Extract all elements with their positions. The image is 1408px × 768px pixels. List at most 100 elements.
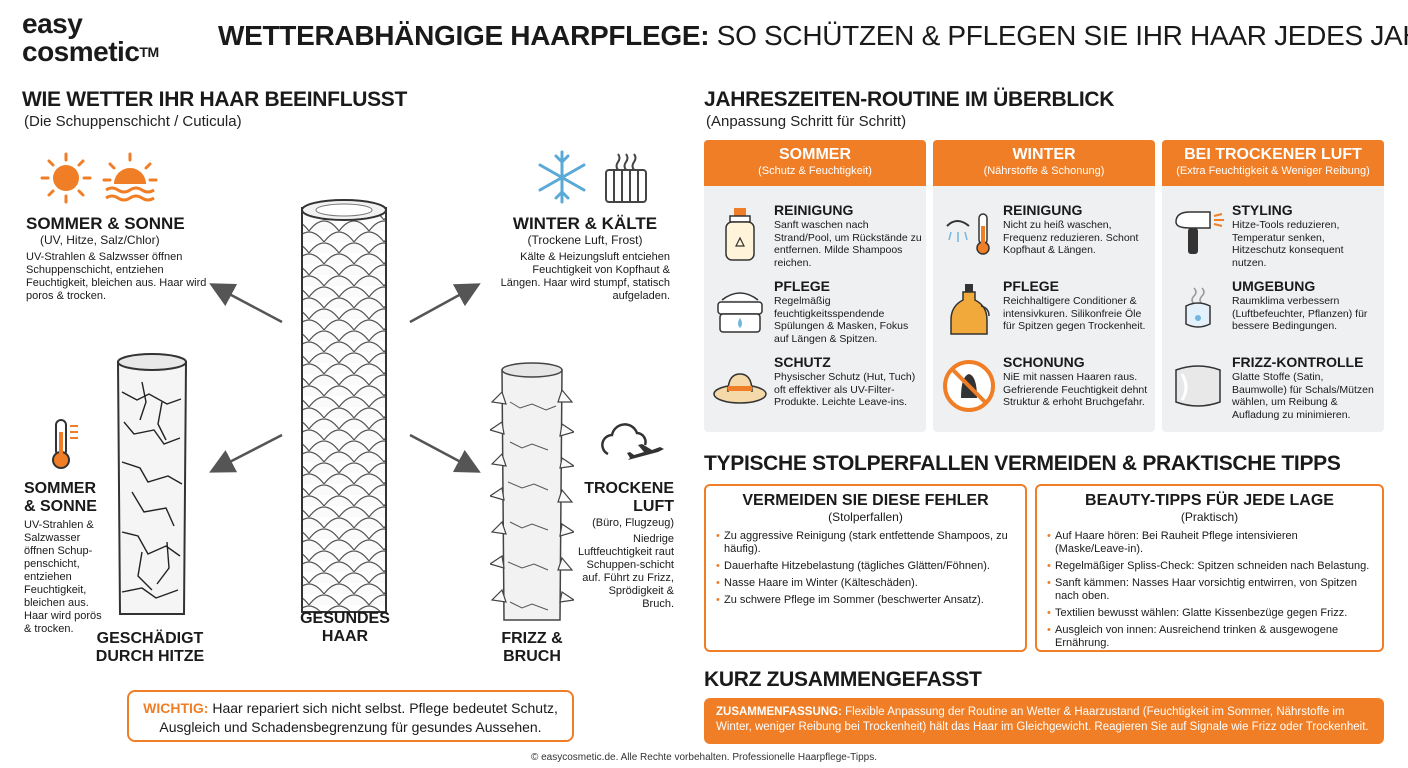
damaged-hair-line2: DURCH HITZE bbox=[95, 648, 205, 665]
arrow-up-left bbox=[209, 283, 283, 324]
dry-air-title-line2: LUFT bbox=[633, 498, 674, 515]
shower-thermometer-icon bbox=[946, 213, 990, 255]
dry-air-sub: (Büro, Flugzeug) bbox=[592, 517, 674, 529]
list-item: Nasse Haare im Winter (Kälteschäden). bbox=[716, 577, 1015, 590]
hair-dryer-icon bbox=[1175, 211, 1224, 254]
page-title-bold: WETTERABHÄNGIGE HAARPFLEGE: bbox=[218, 20, 710, 51]
dry-air-body: Niedrige Luftfeuchtigkeit raut Schuppen-… bbox=[578, 533, 675, 610]
summer-sun2-title-line1: SOMMER bbox=[24, 480, 96, 497]
healthy-hair-label: GESUNDES HAAR bbox=[280, 610, 410, 646]
summer-sun-label: SOMMER & SONNE (UV, Hitze, Salz/Chlor) U… bbox=[26, 215, 216, 303]
routine-section-title: JAHRESZEITEN-ROUTINE IM ÜBERBLICK bbox=[704, 88, 1115, 111]
summer-sun-body: UV-Strahlen & Salzwsser öffnen Schuppens… bbox=[26, 251, 207, 302]
card-item-body: Sanft waschen nach Strand/Pool, um Rücks… bbox=[774, 219, 922, 269]
season-card-title: WINTER bbox=[1012, 146, 1076, 163]
summary-text: Flexible Anpassung der Routine an Wetter… bbox=[716, 706, 1369, 733]
list-item: Sanft kämmen: Nasses Haar vorsichtig ent… bbox=[1047, 577, 1372, 603]
sun-icon bbox=[40, 152, 158, 204]
season-card-dry-air: BEI TROCKENER LUFT (Extra Feuchtigkeit &… bbox=[1162, 140, 1384, 432]
card-item-title: UMGEBUNG bbox=[1232, 278, 1316, 294]
footer-copyright: © easycosmetic.de. Alle Rechte vorbehalt… bbox=[530, 752, 878, 763]
weather-section-title: WIE WETTER IHR HAAR BEEINFLUSST bbox=[22, 88, 408, 111]
silk-fabric-icon bbox=[1175, 365, 1221, 407]
oil-bottle-icon bbox=[950, 284, 990, 335]
damaged-hair-label: GESCHÄDIGT DURCH HITZE bbox=[88, 630, 212, 666]
card-item: REINIGUNG Sanft waschen nach Strand/Pool… bbox=[704, 202, 926, 278]
summer-sun2-title-line2: & SONNE bbox=[24, 498, 97, 515]
frizz-hair-illustration bbox=[490, 362, 574, 621]
logo-tm: TM bbox=[139, 44, 159, 60]
card-item-title: SCHUTZ bbox=[774, 354, 831, 370]
mistakes-title: VERMEIDEN SIE DIESE FEHLER bbox=[742, 492, 989, 509]
card-item-title: PFLEGE bbox=[1003, 278, 1060, 294]
thermometer-icon bbox=[52, 419, 78, 469]
summer-sun-sub: (UV, Hitze, Salz/Chlor) bbox=[40, 233, 160, 247]
healthy-hair-illustration bbox=[301, 199, 387, 613]
card-item-body: Glatte Stoffe (Satin, Baumwolle) für Sch… bbox=[1232, 371, 1374, 421]
healthy-hair-line1: GESUNDES bbox=[300, 610, 390, 627]
season-card-subtitle: (Extra Feuchtigkeit & Weniger Reibung) bbox=[1176, 165, 1370, 177]
beauty-tips-subtitle: (Praktisch) bbox=[1180, 510, 1239, 524]
card-item: PFLEGE Reichhaltigere Conditioner & inte… bbox=[933, 278, 1155, 354]
card-item-body: Reichhaltigere Conditioner & intensivkur… bbox=[1003, 295, 1146, 332]
card-item: FRIZZ-KONTROLLE Glatte Stoffe (Satin, Ba… bbox=[1162, 354, 1384, 430]
logo-line1: easy bbox=[22, 8, 83, 39]
card-item-title: PFLEGE bbox=[774, 278, 831, 294]
winter-cold-label: WINTER & KÄLTE (Trockene Luft, Frost) Kä… bbox=[500, 215, 670, 303]
summary-box: ZUSAMMENFASSUNG: Flexible Anpassung der … bbox=[704, 698, 1384, 744]
beauty-tips-box: BEAUTY-TIPPS FÜR JEDE LAGE (Praktisch) A… bbox=[1035, 484, 1384, 652]
important-notice: WICHTIG: Haar repariert sich nicht selbs… bbox=[127, 690, 574, 742]
list-item: Auf Haare hören: Bei Rauheit Pflege inte… bbox=[1047, 530, 1372, 556]
mistakes-list: Zu aggressive Reinigung (stark entfetten… bbox=[716, 530, 1015, 607]
shampoo-bottle-icon bbox=[725, 208, 755, 261]
summary-section-title: KURZ ZUSAMMENGEFASST bbox=[704, 668, 982, 691]
page-title: WETTERABHÄNGIGE HAARPFLEGE: SO SCHÜTZEN … bbox=[218, 20, 1408, 52]
winter-cold-body: Kälte & Heizungsluft entciehen Feuchtigk… bbox=[500, 251, 670, 302]
season-card-title: SOMMER bbox=[779, 146, 851, 163]
card-item-body: Hitze-Tools reduzieren, Temperatur senke… bbox=[1232, 219, 1344, 269]
arrow-up-right bbox=[409, 283, 481, 324]
season-card-summer: SOMMER (Schutz & Feuchtigkeit) REINIGUNG… bbox=[704, 140, 926, 432]
list-item: Textilien bewusst wählen: Glatte Kissenb… bbox=[1047, 607, 1372, 620]
important-text: Haar repariert sich nicht selbst. Pflege… bbox=[159, 700, 558, 735]
list-item: Regelmäßiger Spliss-Check: Spitzen schne… bbox=[1047, 560, 1372, 573]
card-item-body: Raumklima verbessern (Luftbefeuchter, Pf… bbox=[1232, 295, 1368, 332]
card-item: UMGEBUNG Raumklima verbessern (Luftbefeu… bbox=[1162, 278, 1384, 354]
card-item-title: STYLING bbox=[1232, 202, 1293, 218]
card-item: REINIGUNG Nicht zu heiß waschen, Frequen… bbox=[933, 202, 1155, 278]
season-card-winter: WINTER (Nährstoffe & Schonung) REINIGUNG… bbox=[933, 140, 1155, 432]
no-wet-hair-icon bbox=[943, 360, 995, 412]
card-item-body: Physischer Schutz (Hut, Tuch) oft effekt… bbox=[774, 371, 916, 408]
card-item: SCHONUNG NiE mit nassen Haaren raus. Gef… bbox=[933, 354, 1155, 430]
humidifier-icon bbox=[1185, 287, 1211, 328]
season-card-header: SOMMER (Schutz & Feuchtigkeit) bbox=[704, 140, 926, 186]
card-item-title: FRIZZ-KONTROLLE bbox=[1232, 354, 1364, 370]
summer-sun-title: SOMMER & SONNE bbox=[26, 214, 185, 233]
card-item-body: NiE mit nassen Haaren raus. Gefrierende … bbox=[1003, 371, 1148, 408]
beauty-tips-title: BEAUTY-TIPPS FÜR JEDE LAGE bbox=[1085, 492, 1334, 509]
list-item: Dauerhafte Hitzebelastung (tägliches Glä… bbox=[716, 560, 1015, 573]
summer-sun2-body: UV-Strahlen & Salzwasser öffnen Schup-pe… bbox=[24, 519, 102, 635]
cloud-plane-icon bbox=[601, 423, 664, 460]
card-item: STYLING Hitze-Tools reduzieren, Temperat… bbox=[1162, 202, 1384, 278]
dry-air-title-line1: TROCKENE bbox=[584, 480, 674, 497]
tips-section-title: TYPISCHE STOLPERFALLEN VERMEIDEN & PRAKT… bbox=[704, 452, 1341, 475]
beauty-tips-list: Auf Haare hören: Bei Rauheit Pflege inte… bbox=[1047, 530, 1372, 650]
season-card-header: WINTER (Nährstoffe & Schonung) bbox=[933, 140, 1155, 186]
mistakes-subtitle: (Stolperfallen) bbox=[828, 510, 903, 524]
page-title-rest: SO SCHÜTZEN & PFLEGEN SIE IHR HAAR JEDES… bbox=[709, 20, 1408, 51]
frizz-hair-label: FRIZZ & BRUCH bbox=[482, 630, 582, 666]
logo-line2: cosmetic bbox=[22, 36, 140, 67]
weather-section-subtitle: (Die Schuppenschicht / Cuticula) bbox=[24, 113, 242, 130]
card-item-body: Regelmäßig feuchtigkeitsspendende Spülun… bbox=[774, 295, 909, 345]
summer-sun2-label: SOMMER & SONNE UV-Strahlen & Salzwasser … bbox=[24, 480, 104, 636]
arrow-down-left bbox=[209, 433, 283, 473]
list-item: Ausgleich von innen: Ausreichend trinken… bbox=[1047, 624, 1372, 650]
card-item: SCHUTZ Physischer Schutz (Hut, Tuch) oft… bbox=[704, 354, 926, 430]
list-item: Zu aggressive Reinigung (stark entfetten… bbox=[716, 530, 1015, 556]
frizz-hair-line2: BRUCH bbox=[503, 648, 561, 665]
card-item-title: SCHONUNG bbox=[1003, 354, 1085, 370]
cream-jar-icon bbox=[717, 292, 763, 333]
frizz-hair-line1: FRIZZ & bbox=[501, 630, 563, 647]
arrow-down-right bbox=[409, 433, 481, 473]
